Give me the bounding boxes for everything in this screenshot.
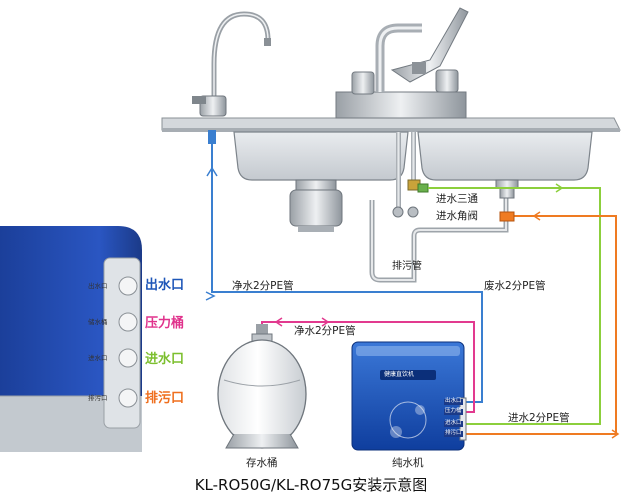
clean-water-up-arrow — [206, 166, 218, 177]
clean-water-pipe-to-faucet — [211, 144, 483, 403]
sink-basins — [233, 131, 593, 181]
tank-line-arrow-left — [274, 317, 283, 327]
port-inlet-small: 进水口 — [88, 354, 108, 362]
purifier-label: 纯水机 — [392, 457, 424, 469]
feed-pipe-label: 进水2分PE管 — [508, 412, 570, 424]
rear-port-4: 排污口 — [444, 430, 463, 437]
feed-water-pipe — [428, 187, 601, 425]
machine-rear — [0, 226, 142, 452]
waste-water-pipe — [466, 215, 618, 435]
port-outlet-label: 出水口 — [145, 278, 185, 293]
inlet-angle-valve-label: 进水角阀 — [436, 210, 478, 222]
port-drain-label: 排污口 — [145, 391, 185, 406]
rear-port-3: 进水口 — [444, 420, 463, 427]
port-inlet-label: 进水口 — [145, 352, 185, 367]
clean-water-arrow-2 — [205, 291, 216, 301]
port-tank-small: 储水桶 — [88, 318, 108, 326]
rear-port-1: 出水口 — [444, 398, 463, 405]
disposer — [289, 179, 343, 232]
feed-arrow — [555, 183, 564, 193]
drain-pipe-label: 排污管 — [392, 261, 422, 272]
purifier-brand-panel: 健康直饮机 — [384, 371, 415, 378]
waste-arrow — [611, 429, 620, 439]
port-outlet-small: 出水口 — [88, 282, 108, 290]
countertop — [161, 117, 621, 132]
inlet-tee-label: 进水三通 — [436, 193, 478, 205]
port-tank-label: 压力桶 — [145, 316, 185, 331]
waste-arrow-2 — [532, 211, 541, 221]
waste-pipe-label: 废水2分PE管 — [484, 280, 546, 292]
tank-label: 存水桶 — [246, 457, 278, 469]
clean-pipe-tank-label: 净水2分PE管 — [294, 325, 356, 337]
tank-line-arrow-right — [321, 317, 330, 327]
kitchen-faucet — [335, 7, 469, 119]
pure-water-faucet — [192, 11, 271, 144]
port-drain-small: 排污口 — [88, 394, 108, 402]
diagram-caption: KL-RO50G/KL-RO75G安装示意图 — [194, 476, 428, 494]
inlet-valves — [392, 132, 429, 218]
purifier-unit — [351, 341, 467, 451]
pressure-tank — [217, 324, 307, 449]
drain-pipe-inner — [371, 186, 507, 281]
clean-pipe-faucet-label: 净水2分PE管 — [232, 280, 294, 292]
rear-port-2: 压力桶 — [444, 408, 463, 415]
